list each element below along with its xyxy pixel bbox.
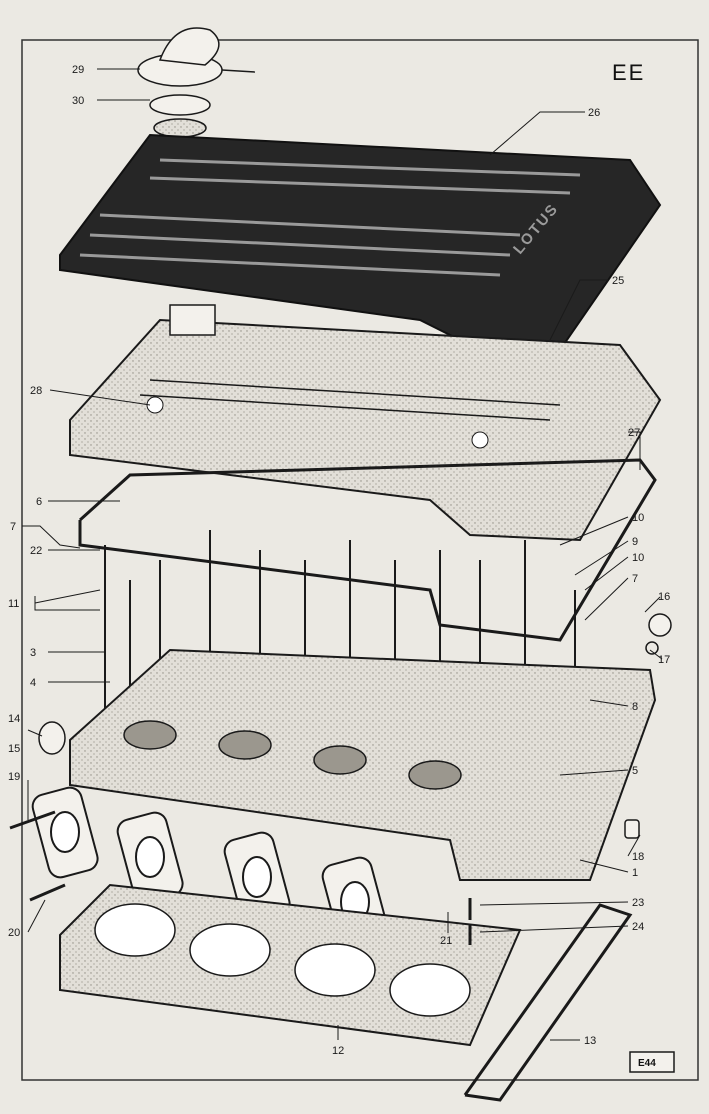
callout-25: 25 xyxy=(612,275,624,287)
callout-7a: 7 xyxy=(10,521,16,533)
head-gasket xyxy=(59,883,522,1047)
callout-11: 11 xyxy=(8,598,19,610)
callout-29: 29 xyxy=(72,64,84,76)
callout-6: 6 xyxy=(36,496,42,508)
callout-21: 21 xyxy=(440,935,452,947)
figure-ref: E44 xyxy=(638,1058,656,1069)
page-code: EE xyxy=(612,60,645,85)
dowel xyxy=(624,819,640,839)
callout-5: 5 xyxy=(632,765,638,777)
callout-13: 13 xyxy=(584,1035,596,1047)
figure-ref-box xyxy=(629,1051,675,1073)
small-parts xyxy=(9,613,672,945)
callout-23: 23 xyxy=(632,897,644,909)
callout-3: 3 xyxy=(30,647,36,659)
callout-14: 14 xyxy=(8,713,20,725)
leader-lines xyxy=(22,68,663,1041)
callout-4: 4 xyxy=(30,677,36,689)
callout-12: 12 xyxy=(332,1045,344,1057)
rocker-cover xyxy=(69,304,662,542)
callout-19: 19 xyxy=(8,771,20,783)
callout-7b: 7 xyxy=(632,573,638,585)
callout-18: 18 xyxy=(632,851,644,863)
callout-9: 9 xyxy=(632,536,638,548)
callout-24: 24 xyxy=(632,921,644,933)
stud-20 xyxy=(29,883,66,902)
callout-28: 28 xyxy=(30,385,42,397)
callout-1: 1 xyxy=(632,867,638,879)
oil-filler-cap xyxy=(137,27,256,138)
washer xyxy=(645,641,659,655)
callout-30: 30 xyxy=(72,95,84,107)
callout-17: 17 xyxy=(658,654,670,666)
callout-26: 26 xyxy=(588,107,600,119)
callout-numbers: 29 30 26 25 28 27 6 7 22 10 9 10 7 11 3 … xyxy=(8,64,670,1057)
page-frame xyxy=(21,39,699,1081)
core-plug xyxy=(38,721,66,755)
callout-20: 20 xyxy=(8,927,20,939)
callout-22: 22 xyxy=(30,545,42,557)
callout-16: 16 xyxy=(658,591,670,603)
callout-10b: 10 xyxy=(632,552,644,564)
callout-8: 8 xyxy=(632,701,638,713)
cam-cover: LOTUS xyxy=(59,133,662,352)
stud-19 xyxy=(9,810,56,830)
callout-10a: 10 xyxy=(632,512,644,524)
callout-27: 27 xyxy=(628,427,640,439)
oil-plug xyxy=(648,613,672,637)
callout-15: 15 xyxy=(8,743,20,755)
side-gasket xyxy=(463,903,633,1102)
cover-gasket xyxy=(78,458,657,642)
cylinder-head xyxy=(69,648,657,881)
